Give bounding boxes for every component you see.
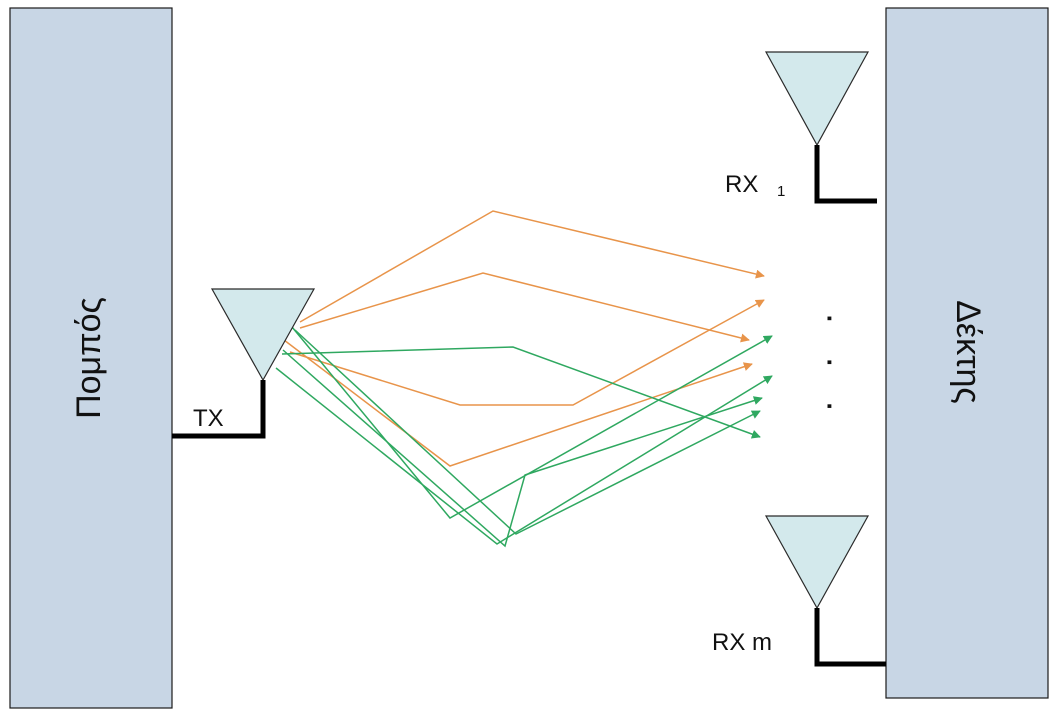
transmitter-panel: Πομπός [9,7,173,709]
receiver-label: Δέκτης [949,300,987,404]
tx-label: TX [193,405,224,432]
receiver-box [885,7,1049,699]
rx-antenna-m: RX m [712,515,886,667]
tx-antenna: TX [172,288,316,439]
transmitter-box [9,7,173,709]
receiver-panel: Δέκτης [885,7,1049,699]
path-orange-1 [299,210,765,323]
tx-antenna-icon [210,288,316,382]
transmitter-label: Πομπός [70,297,108,419]
rx1-antenna-icon [764,51,870,147]
rxm-antenna-icon [764,515,870,610]
orange-paths [283,210,765,467]
rxm-feed-line [814,608,886,667]
green-paths [275,326,773,548]
path-green-4 [282,349,763,548]
rx1-feed-line [814,145,877,204]
receiver-ellipsis: · · · [815,315,845,425]
path-green-2 [291,326,773,519]
rx1-label: RX [725,171,758,198]
rx1-subscript: 1 [777,183,785,200]
tx-feed-line [172,380,266,439]
rxm-label: RX m [712,629,772,656]
rx-antenna-1: RX 1 [725,51,877,204]
path-orange-3 [289,299,765,406]
path-green-3 [275,367,773,545]
path-orange-2 [299,272,750,343]
path-green-5 [294,329,761,535]
path-green-1 [281,346,761,439]
